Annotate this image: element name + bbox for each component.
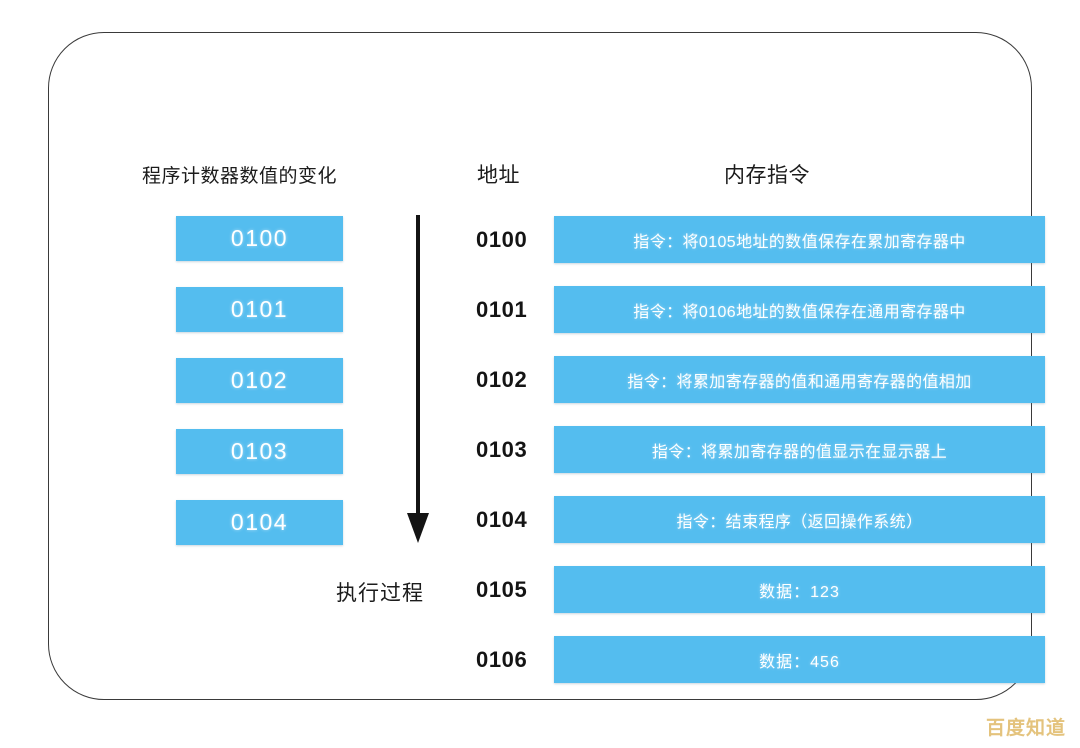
program-counter-box: 0103 — [176, 429, 343, 474]
memory-address-label: 0101 — [476, 296, 528, 322]
program-counter-value: 0104 — [230, 509, 289, 535]
memory-cell: 指令：将0106地址的数值保存在通用寄存器中 — [554, 286, 1045, 333]
memory-address-label: 0104 — [476, 506, 528, 532]
memory-data-text: 数据：123 — [759, 583, 840, 601]
program-counter-value: 0102 — [230, 367, 289, 393]
program-counter-column: 0100 0101 0102 0103 0104 — [176, 216, 343, 571]
memory-cell: 数据：123 — [554, 566, 1045, 613]
memory-cell: 数据：456 — [554, 636, 1045, 683]
execution-process-label: 执行过程 — [336, 582, 424, 605]
program-counter-value: 0103 — [230, 438, 289, 464]
memory-address-label: 0103 — [476, 436, 528, 462]
memory-instruction-text: 指令：将0106地址的数值保存在通用寄存器中 — [633, 303, 966, 321]
memory-address-label: 0105 — [476, 576, 528, 602]
memory-address-label: 0102 — [476, 366, 528, 392]
program-counter-box: 0102 — [176, 358, 343, 403]
column-header-program-counter: 程序计数器数值的变化 — [142, 166, 338, 187]
memory-instruction-text: 指令：将0105地址的数值保存在累加寄存器中 — [633, 233, 966, 251]
memory-instruction-text: 指令：结束程序（返回操作系统） — [676, 513, 923, 531]
arrow-down-icon — [401, 215, 435, 545]
memory-instruction-text: 指令：将累加寄存器的值显示在显示器上 — [651, 443, 948, 461]
memory-address-label: 0100 — [476, 226, 528, 252]
memory-cell: 指令：将0105地址的数值保存在累加寄存器中 — [554, 216, 1045, 263]
column-header-address: 地址 — [477, 164, 520, 187]
program-counter-box: 0104 — [176, 500, 343, 545]
program-counter-value: 0100 — [230, 225, 289, 251]
memory-address-label: 0106 — [476, 646, 528, 672]
column-header-memory-instruction: 内存指令 — [724, 164, 810, 187]
memory-instruction-text: 指令：将累加寄存器的值和通用寄存器的值相加 — [627, 373, 972, 391]
memory-cell: 指令：结束程序（返回操作系统） — [554, 496, 1045, 543]
memory-data-text: 数据：456 — [759, 653, 840, 671]
program-counter-box: 0100 — [176, 216, 343, 261]
program-counter-value: 0101 — [230, 296, 289, 322]
memory-cell: 指令：将累加寄存器的值和通用寄存器的值相加 — [554, 356, 1045, 403]
memory-cell: 指令：将累加寄存器的值显示在显示器上 — [554, 426, 1045, 473]
watermark: 百度知道 — [985, 718, 1066, 739]
program-counter-box: 0101 — [176, 287, 343, 332]
